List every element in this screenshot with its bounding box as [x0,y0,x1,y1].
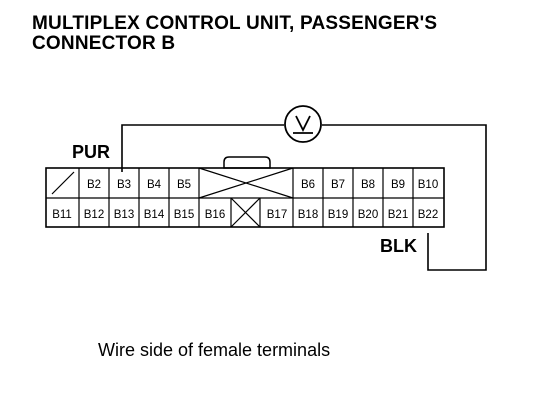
pin-label: B11 [52,209,72,221]
diagram-title: MULTIPLEX CONTROL UNIT, PASSENGER'S CONN… [32,14,437,54]
pin-label: B15 [174,209,194,221]
pin-label: B3 [117,179,131,191]
title-line-2: CONNECTOR B [32,33,176,54]
connector-bottom-row [78,197,414,228]
pin-label: B20 [358,209,378,221]
pin-label: B2 [87,179,101,191]
unused-cavity-mark [51,171,75,195]
pin-label: B19 [328,209,348,221]
pin-label: B6 [301,179,315,191]
pin-label: B7 [331,179,345,191]
pin-label: B12 [84,209,104,221]
voltmeter-icon [284,105,322,143]
pin-label: B14 [144,209,165,221]
connector-lock-tab [223,156,271,169]
pin-label: B8 [361,179,375,191]
positive-wire [121,124,284,172]
pin-label: B17 [267,209,287,221]
pin-label: B5 [177,179,191,191]
pin-label: B21 [388,209,408,221]
diagram-caption: Wire side of female terminals [98,340,331,360]
pin-label: B9 [391,179,405,191]
title-line-1: MULTIPLEX CONTROL UNIT, PASSENGER'S [32,13,438,34]
pin-label: B13 [114,209,134,221]
connector-top-row [51,167,414,199]
pin-label: B16 [205,209,225,221]
wire-color-positive: PUR [72,142,110,162]
pin-label: B4 [147,179,162,191]
pin-label: B22 [418,209,438,221]
negative-wire [322,124,487,271]
wire-color-negative: BLK [380,236,417,256]
pin-label: B10 [418,179,438,191]
pin-label: B18 [298,209,318,221]
